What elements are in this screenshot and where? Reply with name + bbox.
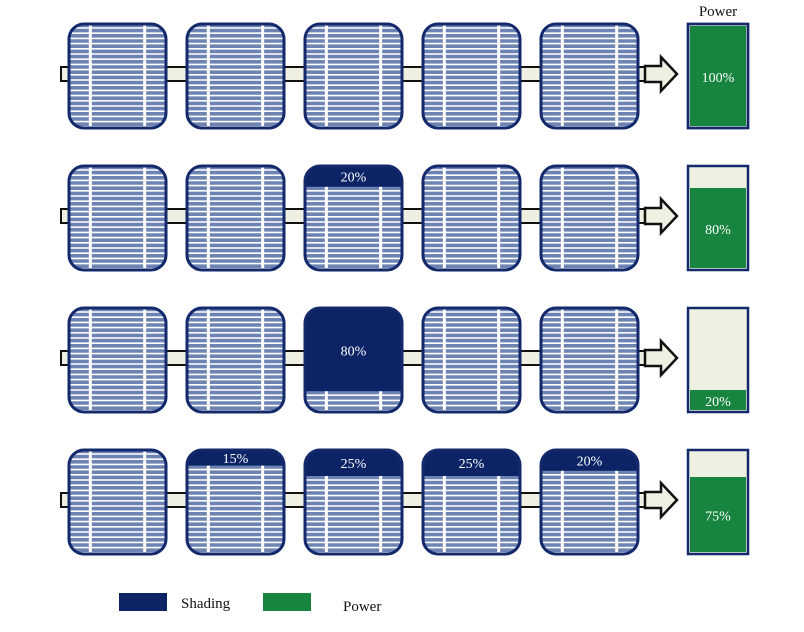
solar-panel: 25%	[421, 448, 522, 556]
power-header: Power	[699, 4, 737, 20]
power-gauge: 100%	[686, 22, 750, 130]
legend-label: Power	[343, 599, 381, 615]
power-fill	[690, 390, 746, 410]
arrow-head-icon	[643, 479, 679, 521]
solar-panel	[185, 306, 286, 414]
solar-panel	[185, 22, 286, 130]
solar-panel: 20%	[539, 448, 640, 556]
power-fill	[690, 477, 746, 552]
shading-label: 20%	[341, 170, 367, 185]
power-gauge: 80%	[686, 164, 750, 272]
shading-overlay	[305, 166, 402, 187]
legend-item-power: Power	[263, 593, 381, 615]
solar-panel: 20%	[303, 164, 404, 272]
shading-label: 80%	[341, 345, 367, 360]
power-label: 75%	[705, 510, 731, 525]
shading-label: 20%	[577, 454, 603, 469]
shading-overlay	[305, 308, 402, 392]
panel-row-1: 100%	[60, 22, 750, 130]
solar-panel: 80%	[303, 306, 404, 414]
power-fill	[690, 26, 746, 126]
solar-panel: 25%	[303, 448, 404, 556]
shading-overlay	[541, 450, 638, 471]
solar-panel	[185, 164, 286, 272]
solar-panel	[67, 306, 168, 414]
power-gauge: 20%	[686, 306, 750, 414]
legend: Shading Power	[119, 593, 381, 615]
solar-panel	[539, 164, 640, 272]
solar-panel	[421, 306, 522, 414]
power-label: 80%	[705, 223, 731, 238]
shading-label: 25%	[459, 457, 485, 472]
legend-item-shading: Shading	[119, 593, 231, 612]
arrow-head-icon	[643, 337, 679, 379]
panel-row-4: 15% 25% 25% 20% 75%	[60, 448, 750, 556]
shading-overlay	[305, 450, 402, 476]
power-fill	[690, 188, 746, 268]
panel-row-2: 20% 80%	[60, 164, 750, 272]
solar-panel	[67, 22, 168, 130]
shading-label: 25%	[341, 457, 367, 472]
solar-panel	[67, 164, 168, 272]
legend-swatch	[263, 593, 311, 611]
solar-panel	[421, 22, 522, 130]
legend-label: Shading	[181, 596, 231, 612]
legend-swatch	[119, 593, 167, 611]
shading-overlay	[423, 450, 520, 476]
solar-panel	[67, 448, 168, 556]
power-label: 100%	[702, 71, 735, 86]
shading-label: 15%	[223, 452, 249, 467]
power-label: 20%	[705, 395, 731, 410]
panel-row-3: 80% 20%	[60, 306, 750, 414]
shading-overlay	[187, 450, 284, 466]
solar-panel	[421, 164, 522, 272]
arrow-head-icon	[643, 53, 679, 95]
solar-panel: 15%	[185, 448, 286, 556]
solar-panel	[539, 306, 640, 414]
power-gauge: 75%	[686, 448, 750, 556]
panel-rows: 100% 20% 80% 80% 20% 15% 25% 25% 20% 75%	[60, 22, 750, 556]
arrow-head-icon	[643, 195, 679, 237]
solar-panel	[303, 22, 404, 130]
solar-panel	[539, 22, 640, 130]
